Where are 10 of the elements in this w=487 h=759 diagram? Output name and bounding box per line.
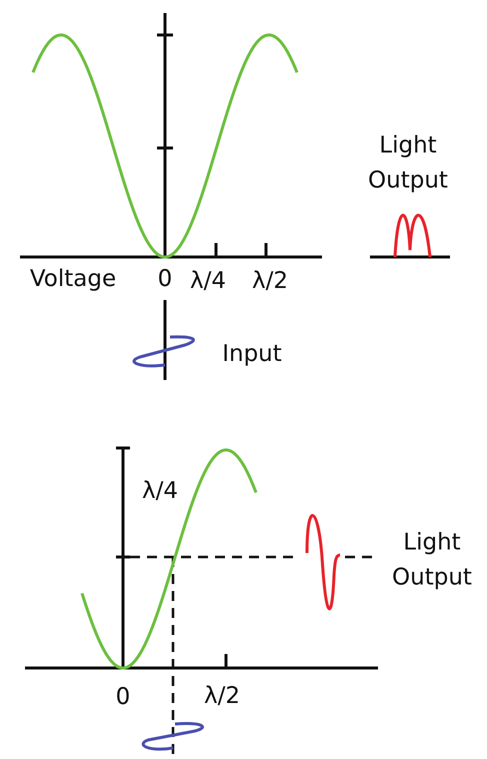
tick-label: 0: [158, 264, 172, 294]
axis-title: Light Output: [391, 528, 473, 592]
axis-title: Light Output: [367, 132, 449, 195]
tick-label: 0: [116, 682, 130, 712]
signal-label: Input: [222, 340, 282, 369]
axis-title: Voltage: [30, 264, 116, 294]
tick-label: λ/2: [252, 266, 288, 296]
tick-label: λ/4: [190, 266, 226, 296]
tick-label: λ/4: [142, 476, 178, 506]
tick-label: λ/2: [204, 682, 240, 711]
